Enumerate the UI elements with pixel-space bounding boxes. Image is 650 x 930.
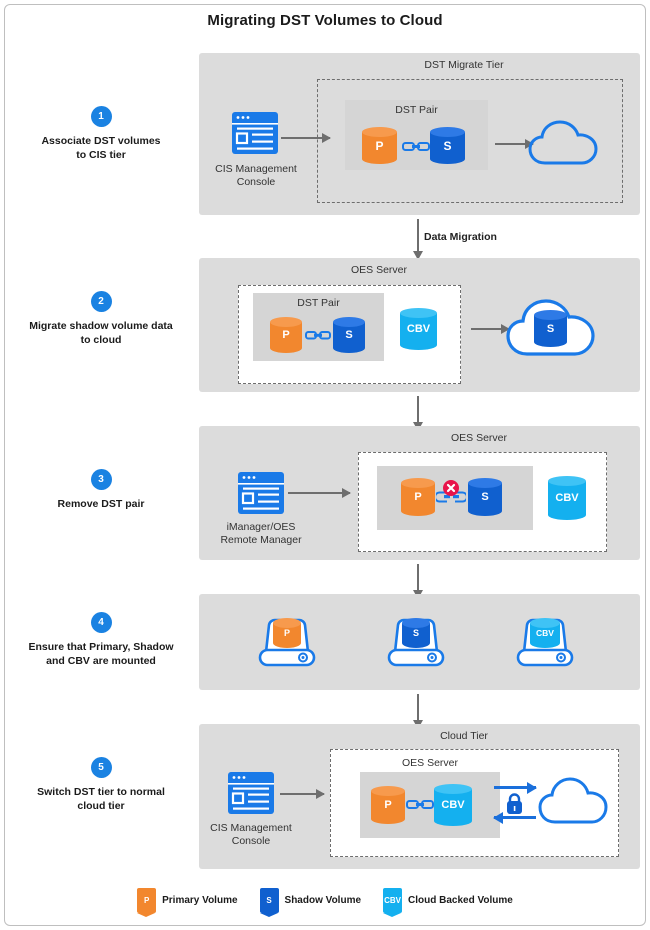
console-caption-5-line1: CIS Management [210, 822, 292, 834]
broken-chain-link-icon-3 [436, 491, 466, 503]
arrow-console-to-pair-1 [281, 133, 331, 143]
legend-label-shadow: Shadow Volume [284, 895, 362, 906]
step-text-1-line2: to CIS tier [76, 149, 126, 161]
step-text-1-line1: Associate DST volumes [41, 135, 161, 147]
lock-icon [507, 793, 522, 814]
step-label-4: 4 Ensure that Primary, Shadow and CBV ar… [6, 612, 196, 668]
drive-letter-shadow: S [412, 628, 419, 638]
step-badge-2: 2 [90, 291, 112, 312]
step-text-2-line2: to cloud [80, 334, 122, 346]
drive-letter-primary: P [283, 628, 290, 638]
legend-chip-primary: P [137, 888, 157, 917]
flow-arrow-3 [413, 564, 423, 599]
step-badge-3: 3 [90, 469, 112, 490]
stage-1-dashed-region [317, 79, 623, 203]
primary-volume-cylinder-1: P [362, 127, 397, 164]
step-label-2: 2 Migrate shadow volume data to cloud [6, 291, 196, 347]
cloud-icon-1 [528, 120, 598, 165]
primary-volume-letter-1: P [375, 138, 384, 153]
imanager-console-icon [238, 472, 284, 514]
step-badge-1: 1 [90, 106, 112, 127]
step-text-4-line2: and CBV are mounted [46, 655, 156, 667]
legend-item-primary: P Primary Volume [137, 888, 238, 917]
cis-management-console-icon-5 [228, 772, 274, 814]
arrow-download-from-cloud-5 [493, 811, 536, 824]
legend-label-primary: Primary Volume [162, 895, 238, 906]
console-caption-3-line2: Remote Manager [220, 534, 302, 546]
console-caption-1-line1: CIS Management [215, 163, 297, 175]
step-badge-5: 5 [90, 757, 112, 778]
oes-server-label-3: OES Server [450, 432, 508, 444]
cloud-shadow-volume-cylinder-2: S [534, 310, 567, 347]
primary-volume-letter-2: P [282, 329, 290, 341]
cbv-letter-5: CBV [441, 799, 465, 811]
cbv-letter-3: CBV [555, 492, 579, 504]
drive-letter-cbv: CBV [536, 628, 554, 638]
shadow-volume-cylinder-2: S [333, 317, 365, 353]
cbv-cylinder-2: CBV [400, 308, 437, 350]
dst-migrate-tier-label: DST Migrate Tier [424, 59, 504, 71]
shadow-volume-cylinder-1: S [430, 127, 465, 164]
flow-arrow-1 [413, 219, 423, 260]
arrow-console-to-server-5 [280, 789, 325, 799]
primary-volume-cylinder-3: P [401, 478, 435, 516]
step-badge-4: 4 [90, 612, 112, 633]
step-text-4-line1: Ensure that Primary, Shadow [28, 641, 174, 653]
flow-label-data-migration: Data Migration [424, 231, 497, 243]
step-text-5-line2: cloud tier [77, 800, 125, 812]
primary-volume-cylinder-5: P [371, 786, 405, 824]
chain-link-icon-1 [402, 142, 430, 151]
legend-label-cbv: Cloud Backed Volume [408, 895, 513, 906]
chain-link-icon-5 [406, 800, 434, 809]
legend-chip-shadow: S [259, 888, 279, 917]
shadow-volume-cylinder-3: S [468, 478, 502, 516]
legend-item-shadow: S Shadow Volume [259, 888, 362, 917]
step-label-3: 3 Remove DST pair [6, 469, 196, 511]
oes-server-label-5: OES Server [401, 757, 459, 769]
shadow-volume-letter-1: S [443, 138, 452, 153]
flow-arrow-4 [413, 694, 423, 729]
shadow-volume-letter-3: S [481, 491, 489, 503]
console-caption-3-line1: iManager/OES [226, 521, 296, 533]
primary-volume-letter-5: P [384, 799, 392, 811]
cis-management-console-icon [232, 112, 278, 154]
cbv-cylinder-5: CBV [434, 784, 472, 826]
cbv-letter-2: CBV [406, 323, 431, 335]
cloud-shadow-volume-letter-2: S [546, 322, 555, 335]
dst-pair-label-1: DST Pair [395, 104, 438, 116]
flow-arrow-2 [413, 396, 423, 431]
shadow-volume-letter-2: S [345, 329, 353, 341]
primary-volume-letter-3: P [414, 491, 422, 503]
step-label-1: 1 Associate DST volumes to CIS tier [6, 106, 196, 162]
oes-server-label-2: OES Server [350, 264, 408, 276]
cbv-cylinder-3: CBV [548, 476, 586, 520]
page-title: Migrating DST Volumes to Cloud [207, 12, 443, 29]
legend-chip-cbv: CBV [383, 888, 403, 917]
legend: P Primary Volume S Shadow Volume CBV Clo… [0, 888, 650, 917]
step-label-5: 5 Switch DST tier to normal cloud tier [6, 757, 196, 813]
primary-volume-cylinder-2: P [270, 317, 302, 353]
x-circle-icon [443, 480, 459, 496]
console-caption-1-line2: Console [236, 176, 276, 188]
arrow-console-to-pair-3 [288, 488, 351, 498]
legend-item-cbv: CBV Cloud Backed Volume [383, 888, 513, 917]
step-text-2-line1: Migrate shadow volume data [29, 320, 173, 332]
cloud-tier-label: Cloud Tier [440, 730, 488, 742]
drive-cylinder-shadow: S [402, 618, 430, 648]
step-text-3-line1: Remove DST pair [57, 498, 145, 510]
step-text-5-line1: Switch DST tier to normal [37, 786, 165, 798]
drive-cylinder-cbv: CBV [530, 618, 560, 648]
drive-cylinder-primary: P [273, 618, 301, 648]
cloud-icon-5 [538, 777, 608, 824]
arrow-upload-to-cloud-5 [494, 781, 537, 794]
dst-pair-label-2: DST Pair [297, 297, 340, 309]
chain-link-icon-2 [305, 331, 331, 340]
arrow-cbv-to-cloud-2 [471, 324, 510, 334]
console-caption-5-line2: Console [231, 835, 271, 847]
